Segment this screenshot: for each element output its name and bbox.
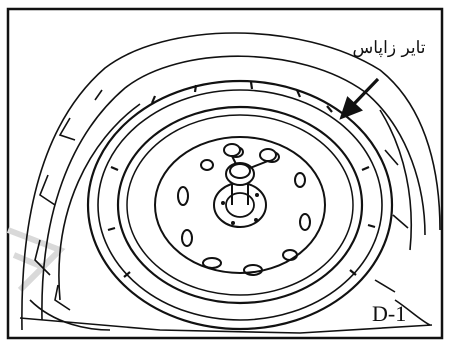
rim-inner-ring bbox=[127, 115, 353, 295]
spare-tire bbox=[88, 81, 392, 329]
figure-code-label: D-1 bbox=[372, 302, 406, 326]
spare-tire-well bbox=[20, 33, 440, 333]
wheel-hub bbox=[214, 183, 266, 227]
spare-tire-label: تاير زاپاس bbox=[335, 38, 443, 58]
tire-outer-ring bbox=[88, 81, 392, 329]
hub-center bbox=[226, 193, 254, 217]
watermark bbox=[8, 230, 60, 290]
tire-sidewall-ring bbox=[98, 90, 382, 320]
